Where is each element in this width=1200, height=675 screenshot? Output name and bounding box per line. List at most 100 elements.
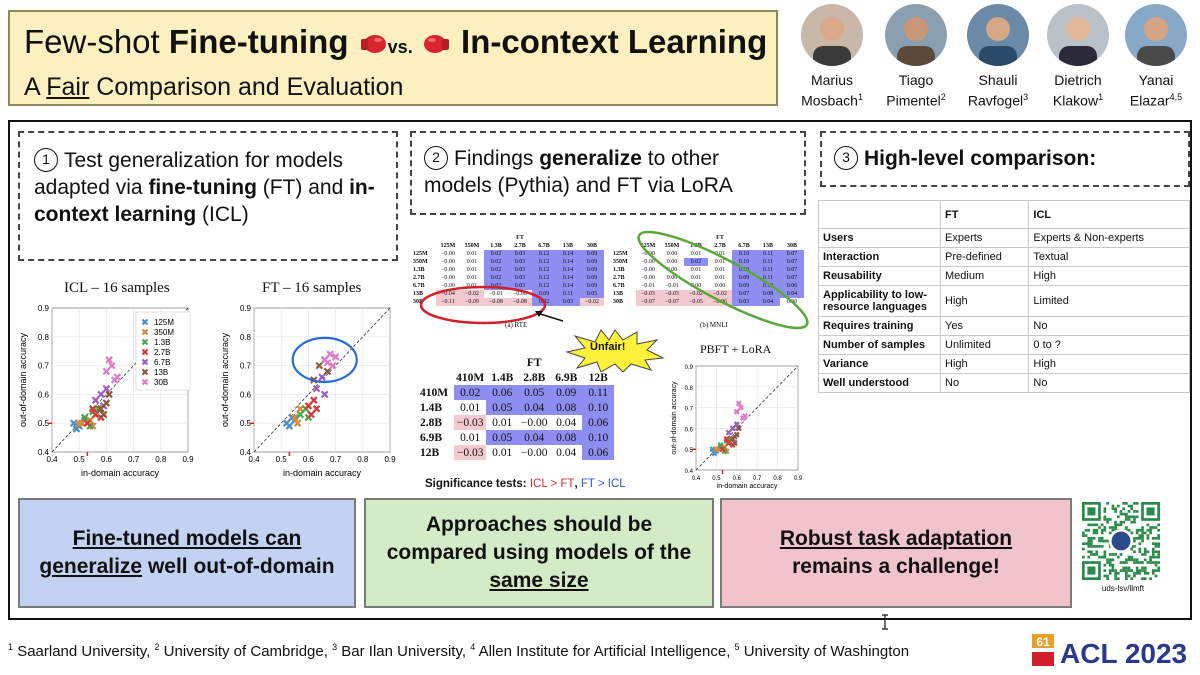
data-point [97, 390, 105, 399]
mnli-cell: 0.01 [690, 267, 702, 273]
y-tick-label: 0.7 [240, 362, 252, 371]
qr-label: uds-lsv/llmft [1101, 584, 1145, 593]
data-point [318, 373, 326, 381]
row-label: Variance [818, 354, 941, 374]
data-point [97, 405, 105, 413]
column-header: 6.7B [538, 243, 550, 249]
y-tick-label: 0.7 [685, 407, 694, 413]
ft-cell: Unlimited [939, 335, 1030, 355]
data-point [91, 396, 100, 404]
mnli-cell: 0.10 [732, 250, 756, 258]
row-label: 13B [413, 291, 424, 297]
mnli-cell: 0.09 [732, 282, 756, 290]
rte-cell: 0.03 [508, 282, 532, 290]
step-number: 3 [834, 146, 858, 170]
highlight-overlay [419, 230, 809, 330]
mnli-cell: 0.00 [666, 259, 678, 265]
data-point [713, 446, 720, 453]
main-frame [8, 120, 1192, 620]
rte-cell: 0.02 [484, 266, 508, 274]
rte-cell: 0.03 [508, 266, 532, 274]
data-point [285, 422, 294, 430]
mnli-cell: −0.03 [660, 290, 684, 298]
data-point [711, 450, 718, 457]
heatmap-cell: 0.04 [518, 400, 551, 415]
data-point [91, 410, 100, 419]
x-tick-label: 0.4 [46, 455, 58, 464]
data-point [320, 390, 329, 399]
y-tick-label: 0.7 [38, 362, 50, 371]
mnli-cell: −0.01 [641, 283, 655, 289]
rte-cell: −0.11 [436, 298, 460, 306]
column-header: 12B [588, 371, 608, 384]
column-header: 30B [786, 243, 797, 249]
baseline-marker [250, 422, 291, 456]
step-number: 2 [424, 146, 448, 170]
avatar [1125, 4, 1187, 66]
icl-cell: High [1028, 266, 1190, 286]
group-header: FT [516, 235, 524, 241]
rte-cell: 0.02 [484, 258, 508, 266]
column-header: 1.3B [490, 243, 502, 249]
row-label: Well understood [818, 373, 941, 393]
y-axis-label: out-of-domain accuracy [671, 381, 678, 455]
baseline-marker [692, 448, 724, 474]
y-tick-label: 0.4 [685, 469, 694, 475]
step-number: 1 [34, 148, 58, 172]
x-tick-label: 0.7 [128, 455, 140, 464]
rte-cell: 0.03 [508, 258, 532, 266]
heatmap-cell: −0.00 [520, 446, 548, 459]
icl-plot-title: ICL – 16 samples [64, 280, 170, 296]
qr-code-icon[interactable] [1082, 502, 1160, 580]
x-tick-label: 0.8 [155, 455, 167, 464]
data-point [312, 405, 321, 413]
column-header: 2.8B [523, 371, 546, 384]
ft-scatter-plot: 0.40.40.50.50.60.60.70.70.80.80.90.9in-d… [220, 304, 396, 478]
column-header: FT [939, 200, 1030, 229]
mnli-caption: (b) MNLI [700, 321, 728, 329]
mnli-cell: 0.01 [714, 251, 726, 257]
data-point [733, 408, 740, 415]
data-point [83, 419, 92, 427]
rte-cell: 0.03 [508, 250, 532, 258]
mnli-cell: 0.11 [756, 250, 780, 258]
data-point [72, 425, 81, 433]
icl-cell: High [1028, 354, 1190, 374]
data-point [723, 435, 730, 442]
text-cursor-icon [882, 614, 888, 630]
significance-legend: Significance tests: ICL > FT, FT > ICL [425, 478, 626, 490]
data-point [725, 439, 732, 446]
ft-cell: Yes [939, 316, 1030, 336]
boxing-glove-icon [423, 35, 449, 53]
mnli-cell: 0.00 [666, 267, 678, 273]
data-point [323, 367, 332, 376]
rte-cell: −0.08 [508, 298, 532, 306]
x-tick-label: 0.9 [182, 455, 194, 464]
column-header: 6.9B [555, 371, 578, 384]
rte-cell: 0.01 [466, 251, 478, 257]
ft-cell: Experts [939, 228, 1030, 248]
data-point [735, 400, 742, 407]
row-label: 350M [413, 259, 428, 265]
unfair-ellipse-mnli [637, 230, 809, 330]
mnli-cell: 0.09 [732, 274, 756, 282]
mnli-cell: 0.10 [756, 282, 780, 290]
data-point [105, 390, 113, 399]
rte-cell: −0.00 [441, 275, 455, 281]
heatmap-cell: 0.01 [492, 446, 513, 459]
heatmap-cell: 0.06 [486, 385, 519, 400]
mnli-cell: −0.07 [660, 298, 684, 306]
data-point [80, 413, 89, 422]
row-label: Applicability to low-resource languages [818, 285, 941, 317]
data-point [75, 419, 83, 427]
rte-cell: −0.01 [489, 291, 503, 297]
author-mosbach: Marius Mosbach1 [790, 4, 874, 110]
